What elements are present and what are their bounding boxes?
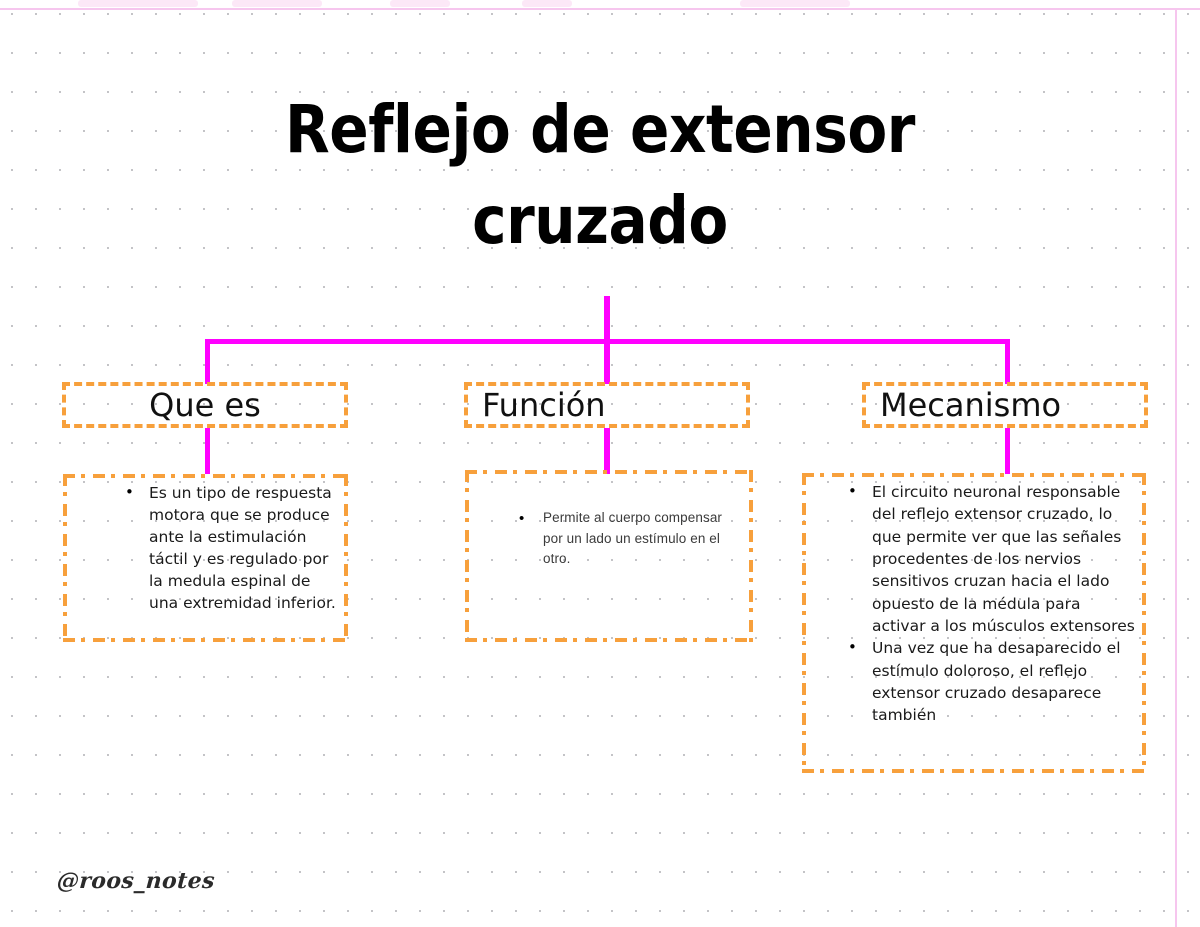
bullet-list: Es un tipo de respuesta motora que se pr… [119, 482, 338, 614]
column-header-box-mecanismo[interactable]: Mecanismo [862, 382, 1148, 428]
page-title: Reflejo de extensor cruzado [284, 91, 915, 260]
page-frame-right [1175, 8, 1177, 927]
column-header-box-que-es[interactable]: Que es [62, 382, 348, 428]
list-item: El circuito neuronal responsable del ref… [842, 481, 1138, 637]
column-header-label: Mecanismo [880, 386, 1062, 424]
bullet-list: Permite al cuerpo compensar por un lado … [513, 508, 735, 570]
connector-link-center [604, 428, 610, 474]
frame-smudge [390, 0, 450, 7]
list-item: Permite al cuerpo compensar por un lado … [513, 508, 735, 570]
connector-drop-right [1005, 339, 1010, 384]
connector-link-right [1005, 428, 1010, 474]
connector-drop-left [205, 339, 210, 384]
list-item: Es un tipo de respuesta motora que se pr… [119, 482, 338, 614]
column-body-box-mecanismo[interactable]: El circuito neuronal responsable del ref… [802, 473, 1146, 773]
frame-smudge [740, 0, 850, 7]
column-header-label: Que es [149, 386, 261, 424]
frame-smudge [232, 0, 322, 7]
connector-stem-vertical [604, 296, 610, 344]
column-header-label: Función [482, 386, 606, 424]
connector-drop-center [604, 339, 610, 384]
author-watermark: @roos_notes [56, 868, 216, 894]
list-item: Una vez que ha desaparecido el estímulo … [842, 637, 1138, 726]
connector-link-left [205, 428, 210, 474]
column-header-box-funcion[interactable]: Función [464, 382, 750, 428]
bullet-list: El circuito neuronal responsable del ref… [842, 481, 1138, 726]
page-frame-top [0, 8, 1200, 10]
frame-smudge [78, 0, 198, 7]
frame-smudge [522, 0, 572, 7]
column-body-box-funcion[interactable]: Permite al cuerpo compensar por un lado … [465, 470, 753, 642]
column-body-box-que-es[interactable]: Es un tipo de respuesta motora que se pr… [63, 474, 348, 642]
